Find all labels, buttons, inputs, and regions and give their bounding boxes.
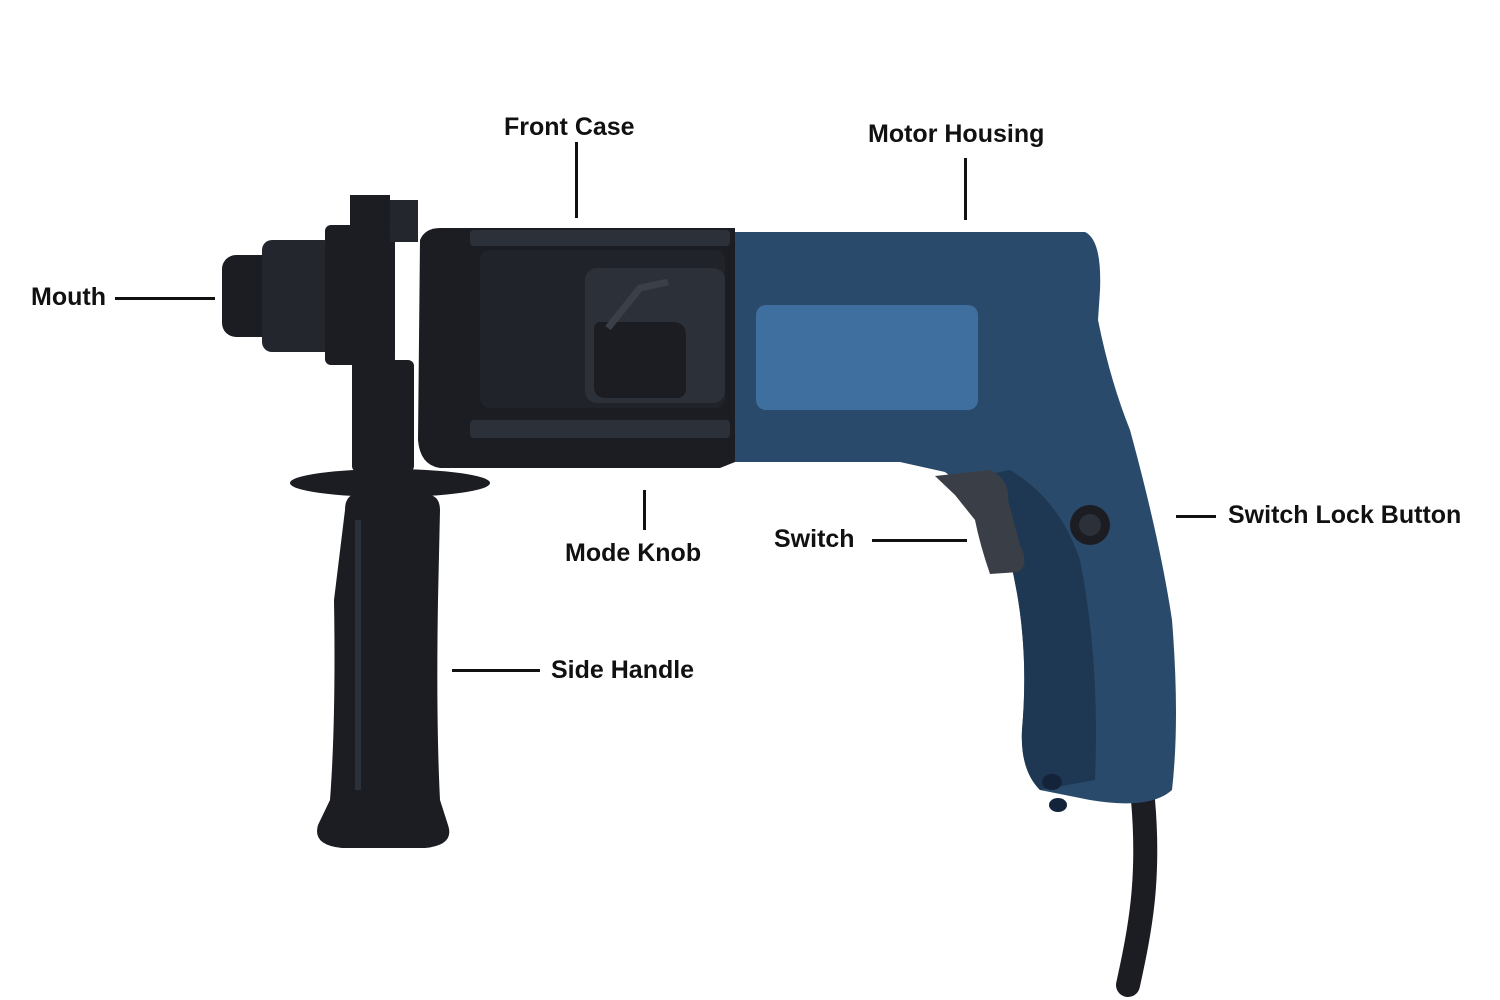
leader-line-motor-housing	[964, 158, 967, 220]
leader-line-side-handle	[452, 669, 540, 672]
power-cord	[1116, 788, 1158, 997]
label-mode-knob: Mode Knob	[565, 539, 702, 567]
label-switch: Switch	[774, 525, 855, 553]
mode-knob-shape	[594, 322, 686, 398]
leader-line-mouth	[115, 297, 215, 300]
label-motor-housing: Motor Housing	[868, 120, 1045, 148]
grip-shading	[960, 470, 1096, 790]
label-side-handle: Side Handle	[551, 656, 695, 684]
label-front-case: Front Case	[504, 113, 635, 141]
side-handle-shape	[317, 493, 450, 848]
side-handle-guard	[290, 469, 490, 497]
leader-line-front-case	[575, 142, 578, 218]
label-mouth: Mouth	[31, 283, 106, 311]
leader-line-mode-knob	[643, 490, 646, 530]
leader-line-switch	[872, 539, 967, 542]
grip-hole	[1042, 774, 1062, 790]
trigger-switch-shape	[935, 470, 1025, 574]
leader-line-switch-lock-button	[1176, 515, 1216, 518]
grip-hole	[1049, 798, 1067, 812]
label-switch-lock-button: Switch Lock Button	[1228, 501, 1462, 529]
motor-side-panel	[756, 305, 978, 410]
side-handle-stem	[352, 360, 414, 472]
